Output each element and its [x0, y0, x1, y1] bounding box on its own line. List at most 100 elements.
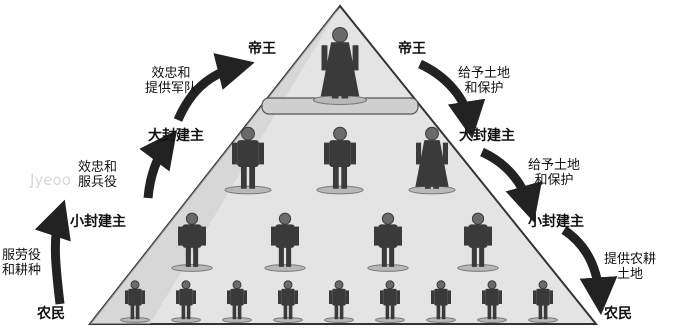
- figure-arm: [141, 290, 145, 304]
- figure-head: [241, 126, 255, 141]
- figure-peasant: [273, 280, 303, 323]
- figure-base: [528, 317, 558, 323]
- figure-leg: [390, 304, 395, 320]
- figure-base: [324, 317, 354, 323]
- label-emperor-right: 帝王: [398, 41, 426, 57]
- figure-leg: [332, 165, 339, 189]
- figure-torso: [485, 288, 499, 306]
- figure-small-lord: [264, 212, 306, 272]
- figure-torso: [237, 140, 259, 167]
- figure-torso: [281, 288, 295, 306]
- note-line: 和耕种: [2, 263, 42, 278]
- figure-arm: [176, 290, 180, 304]
- arrow-small-lord-to-peasant: [561, 226, 618, 316]
- arrow-emperor-to-great-lord: [418, 59, 486, 139]
- figure-leg: [339, 304, 344, 320]
- figure-arm: [380, 290, 384, 304]
- figure-head: [185, 212, 199, 225]
- figure-emperor: [312, 26, 368, 105]
- figure-arm: [243, 290, 247, 304]
- watermark: Jyeoo: [30, 171, 71, 189]
- figure-base: [408, 185, 456, 195]
- figure-leg: [471, 246, 477, 267]
- figure-great-lord: [316, 126, 364, 195]
- figure-leg: [538, 304, 543, 320]
- figure-base: [273, 317, 303, 323]
- label-small-lord-left: 小封建主: [70, 214, 126, 230]
- figure-leg: [240, 165, 247, 189]
- figure-torso: [329, 140, 351, 167]
- figure-arm: [345, 290, 349, 304]
- figure-arm: [482, 290, 486, 304]
- figure-arm: [232, 142, 238, 165]
- figure-torso: [182, 224, 202, 248]
- figure-head: [425, 126, 439, 141]
- figure-peasant: [528, 280, 558, 323]
- arrow-great-lord-to-emperor: [173, 53, 255, 122]
- figure-leg: [249, 165, 256, 189]
- note-great-to-small-lord: 给予土地 和保护: [528, 158, 580, 188]
- figure-peasant: [222, 280, 252, 323]
- figure-great-lord: [408, 126, 456, 195]
- figure-arm: [258, 142, 264, 165]
- figure-leg: [441, 304, 446, 320]
- note-line: 服兵役: [78, 175, 118, 190]
- figure-torso: [383, 288, 397, 306]
- figure-head: [333, 126, 347, 141]
- figure-head: [487, 280, 497, 290]
- figure-head: [471, 212, 485, 225]
- figure-arm: [201, 226, 206, 246]
- note-line: 服劳役: [2, 248, 42, 263]
- figure-base: [477, 317, 507, 323]
- arrow-small-lord-to-great-lord: [139, 129, 178, 199]
- figure-base: [171, 317, 201, 323]
- figure-base: [120, 317, 150, 323]
- figure-base: [457, 264, 499, 272]
- figure-torso: [332, 288, 346, 306]
- figure-arm: [498, 290, 502, 304]
- label-small-lord-right: 小封建主: [528, 214, 584, 230]
- figure-small-lord: [367, 212, 409, 272]
- figure-arm: [442, 142, 448, 165]
- figure-arm: [178, 226, 183, 246]
- figure-torso: [536, 288, 550, 306]
- figure-arm: [464, 226, 469, 246]
- figure-base: [316, 185, 364, 195]
- note-line: 效忠和: [78, 160, 118, 175]
- figure-leg: [278, 246, 284, 267]
- figure-robe: [415, 140, 449, 187]
- label-great-lord-left: 大封建主: [148, 128, 204, 144]
- note-line: 土地: [617, 267, 644, 282]
- figure-small-lord: [171, 212, 213, 272]
- figure-torso: [468, 224, 488, 248]
- figure-arm: [487, 226, 492, 246]
- figure-base: [426, 317, 456, 323]
- note-emperor-to-great-lord: 给予土地 和保护: [458, 66, 510, 96]
- figure-base: [171, 264, 213, 272]
- figure-arm: [271, 226, 276, 246]
- note-line: 给予土地: [458, 66, 511, 81]
- figure-leg: [288, 304, 293, 320]
- figure-base: [264, 264, 306, 272]
- figure-base: [375, 317, 405, 323]
- figure-arm: [294, 226, 299, 246]
- figure-arm: [192, 290, 196, 304]
- figure-peasant: [375, 280, 405, 323]
- figure-leg: [487, 304, 492, 320]
- figure-torso: [434, 288, 448, 306]
- figure-arm: [396, 290, 400, 304]
- figure-peasant: [171, 280, 201, 323]
- figure-arm: [227, 290, 231, 304]
- figure-head: [332, 26, 348, 43]
- figure-head: [130, 280, 140, 290]
- note-small-lord-to-peasant: 提供农耕 土地: [604, 252, 656, 282]
- figure-arm: [350, 142, 356, 165]
- figure-peasant: [477, 280, 507, 323]
- figure-head: [181, 280, 191, 290]
- figure-small-lord: [457, 212, 499, 272]
- figure-torso: [179, 288, 193, 306]
- figure-leg: [185, 246, 191, 267]
- figure-head: [436, 280, 446, 290]
